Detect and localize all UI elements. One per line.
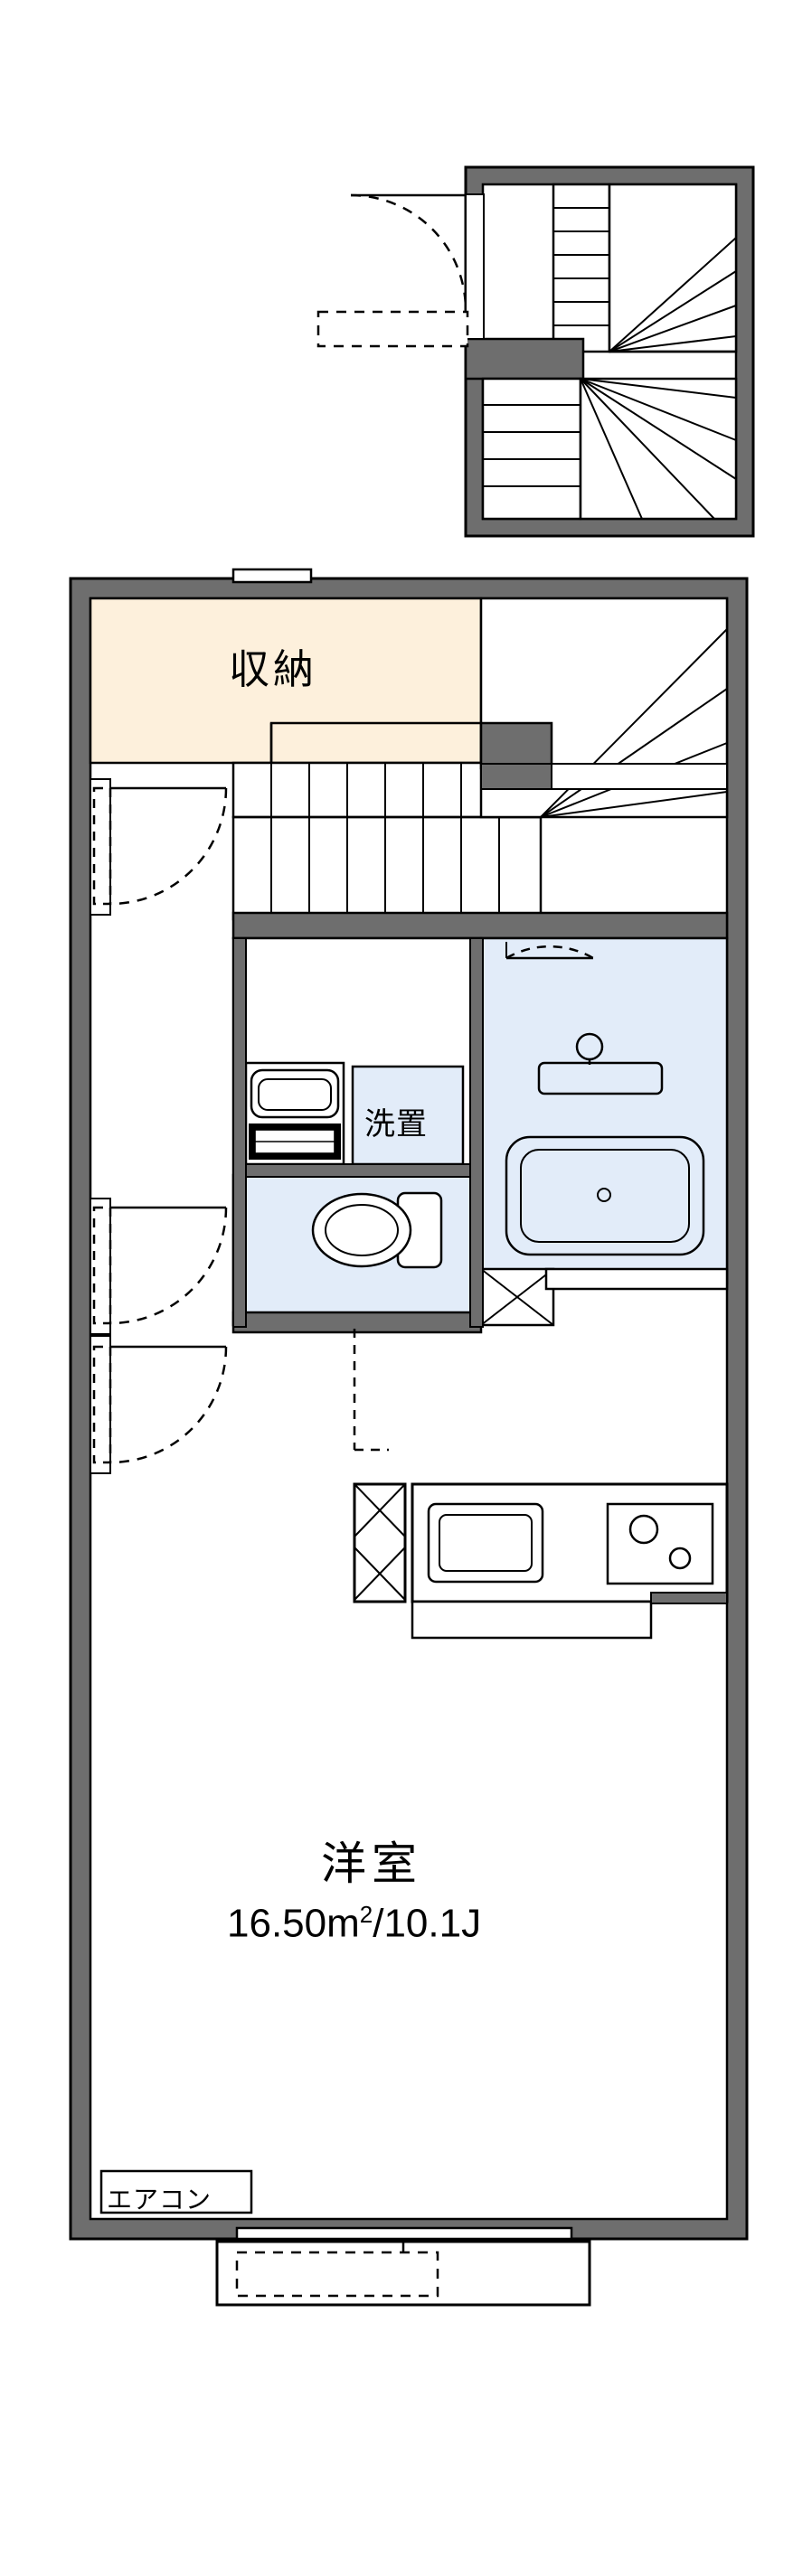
room-area-unit-sup: 2 xyxy=(359,1901,373,1928)
closet-label: 収納 xyxy=(229,646,318,692)
window-top xyxy=(231,568,313,584)
balcony-window xyxy=(215,2226,591,2307)
closet-door xyxy=(90,778,228,916)
stair-winder-upper-bottom xyxy=(579,377,738,521)
stair-flight-upper xyxy=(552,183,611,353)
bath-unit xyxy=(479,936,729,1327)
room-door xyxy=(90,1335,228,1474)
stair-winder-upper xyxy=(608,183,738,353)
aircon-marker xyxy=(99,2169,253,2214)
aircon-label: エアコン xyxy=(107,2186,212,2214)
room-area-label: 16.50m2/10.1J xyxy=(227,1901,481,1947)
sanitary-zone xyxy=(231,936,483,1327)
toilet xyxy=(311,1191,443,1269)
room-area-value: 16.50 xyxy=(227,1901,327,1946)
wash-basin xyxy=(537,1032,664,1095)
washer-space xyxy=(351,1065,465,1166)
main-floor-block xyxy=(69,568,749,2307)
upper-stair-block xyxy=(316,165,755,538)
kitchen-counter xyxy=(353,1482,729,1640)
closet-area xyxy=(89,597,483,765)
gas-stove xyxy=(606,1502,714,1585)
room-area-unit: m xyxy=(326,1901,360,1946)
sink-cabinet xyxy=(244,1061,345,1166)
refrigerator-space xyxy=(353,1482,407,1603)
staircase-lower xyxy=(231,597,729,921)
entrance-door xyxy=(316,193,469,348)
washer-space-label: 洗置 xyxy=(364,1107,428,1142)
room-area-jo: /10.1J xyxy=(373,1901,482,1946)
stair-flight-upper-lower xyxy=(481,377,582,521)
sanitary-door xyxy=(90,1198,228,1335)
room-name-label: 洋室 xyxy=(321,1838,422,1889)
